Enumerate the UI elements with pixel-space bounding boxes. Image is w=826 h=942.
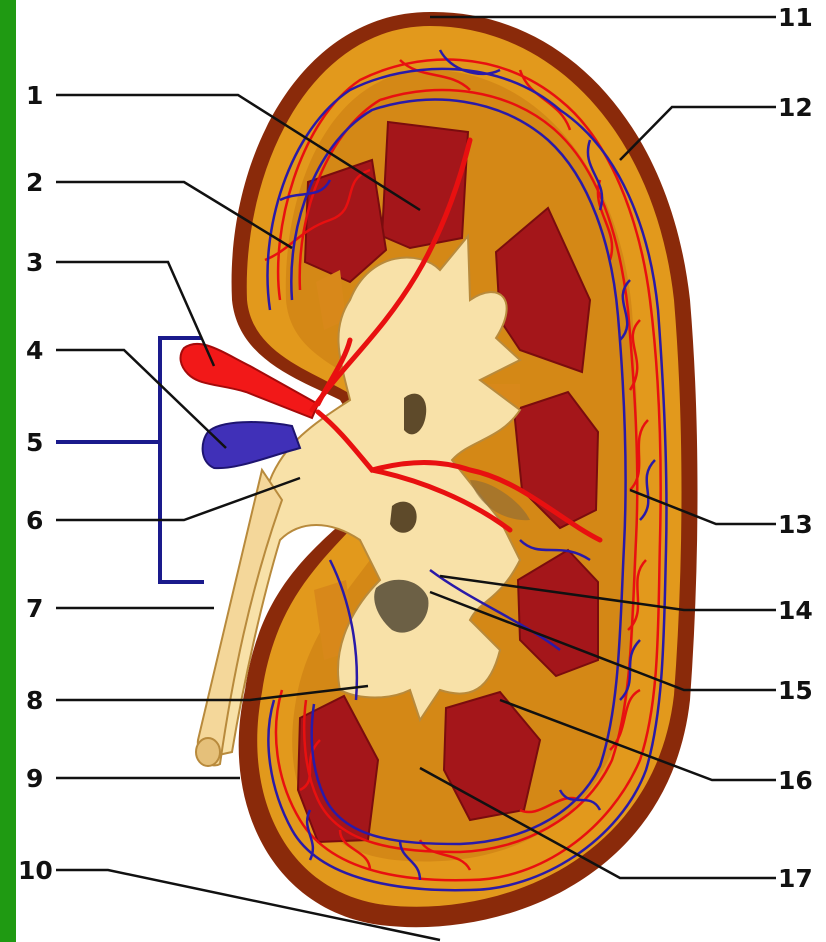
diagram-frame: 1 2 3 4 5 6 7 8 9 10 11 12 13 14 15 16 1… [16, 0, 826, 942]
minor-calyx-shadow [390, 502, 417, 533]
hilum-bracket [56, 338, 204, 582]
label-6: 6 [26, 506, 43, 535]
label-9: 9 [26, 764, 43, 793]
label-4: 4 [26, 336, 43, 365]
label-5: 5 [26, 428, 43, 457]
label-13: 13 [778, 510, 813, 539]
label-11: 11 [778, 3, 813, 32]
label-2: 2 [26, 168, 43, 197]
label-12: 12 [778, 93, 813, 122]
kidney-diagram: 1 2 3 4 5 6 7 8 9 10 11 12 13 14 15 16 1… [16, 0, 826, 942]
label-14: 14 [778, 596, 813, 625]
label-15: 15 [778, 676, 813, 705]
label-16: 16 [778, 766, 813, 795]
label-1: 1 [26, 81, 43, 110]
label-3: 3 [26, 248, 43, 277]
label-17: 17 [778, 864, 813, 893]
ureter-opening [196, 738, 220, 766]
label-10: 10 [18, 856, 53, 885]
label-7: 7 [26, 594, 43, 623]
label-8: 8 [26, 686, 43, 715]
